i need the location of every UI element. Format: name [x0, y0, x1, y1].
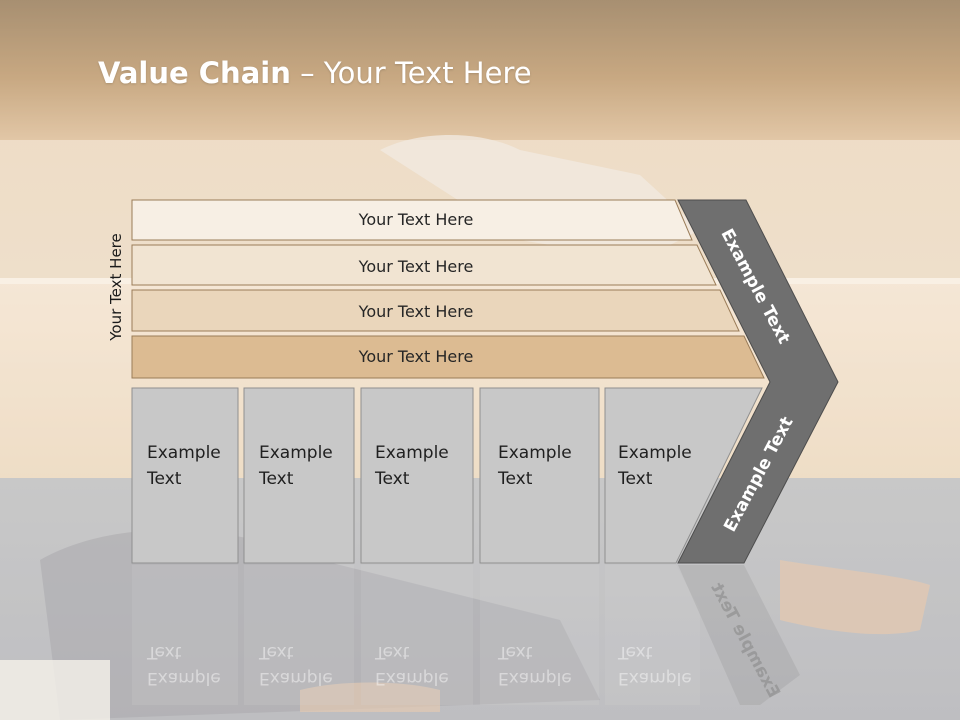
- box-3-line2: Text: [374, 469, 410, 489]
- box-4: Example Text: [479, 387, 600, 564]
- reflection-box-4-line2: Text: [497, 642, 533, 662]
- box-3: Example Text: [360, 387, 474, 564]
- reflection-box-1-line2: Text: [146, 642, 182, 662]
- reflection-box-1-line1: Example: [147, 668, 221, 688]
- box-3-line1: Example: [375, 443, 449, 463]
- row-3: Your Text Here: [131, 289, 740, 332]
- row-2: Your Text Here: [131, 244, 717, 286]
- box-5-line2: Text: [617, 469, 653, 489]
- box-4-line2: Text: [497, 469, 533, 489]
- reflection-box-3-line1: Example: [375, 668, 449, 688]
- row-3-label: Your Text Here: [358, 302, 474, 321]
- row-1: Your Text Here: [131, 199, 693, 241]
- box-1: Example Text: [131, 387, 239, 564]
- reflection: [132, 565, 800, 705]
- box-5: Example Text: [604, 387, 763, 564]
- row-4-label: Your Text Here: [358, 347, 474, 366]
- box-5-line1: Example: [618, 443, 692, 463]
- box-2: Example Text: [243, 387, 355, 564]
- reflection-box-2-line2: Text: [258, 642, 294, 662]
- slide-title: Value Chain – Your Text Here: [98, 56, 532, 90]
- row-2-label: Your Text Here: [358, 257, 474, 276]
- box-1-line1: Example: [147, 443, 221, 463]
- box-4-line1: Example: [498, 443, 572, 463]
- box-1-line2: Text: [146, 469, 182, 489]
- box-2-line2: Text: [258, 469, 294, 489]
- box-2-line1: Example: [259, 443, 333, 463]
- chevron-arrow: [677, 199, 839, 564]
- reflection-box-5-line2: Text: [617, 642, 653, 662]
- reflection-box-5-line1: Example: [618, 668, 692, 688]
- row-1-label: Your Text Here: [358, 210, 474, 229]
- reflection-box-2-line1: Example: [259, 668, 333, 688]
- reflection-box-3-line2: Text: [374, 642, 410, 662]
- row-4: Your Text Here: [131, 335, 765, 379]
- reflection-box-4-line1: Example: [498, 668, 572, 688]
